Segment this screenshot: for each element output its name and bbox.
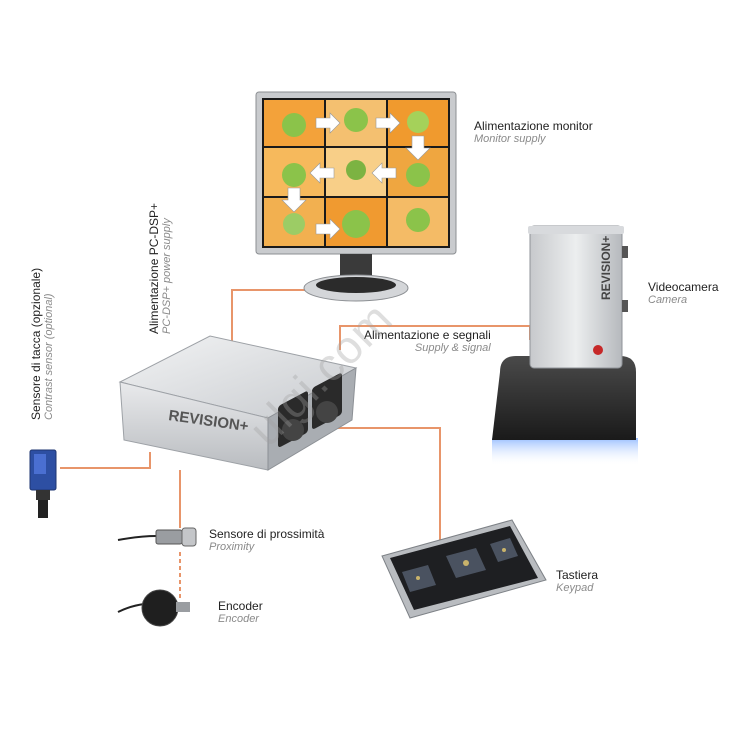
pc-dsp-label: Alimentazione PC-DSP+ PC-DSP+ power supp… <box>147 202 174 334</box>
connector-monitor-box <box>231 289 310 358</box>
pc-dsp-label-main: Alimentazione PC-DSP+ <box>147 202 161 334</box>
supply-signal-label-main: Alimentazione e segnali <box>364 328 491 342</box>
camera-brand: REVISION+ <box>599 236 613 300</box>
monitor-label-main: Alimentazione monitor <box>474 119 593 133</box>
encoder-label-sub: Encoder <box>218 613 259 626</box>
contrast-sensor <box>29 449 57 518</box>
camera-stand <box>492 356 636 440</box>
connector-sensor-box <box>60 452 151 469</box>
proximity-sensor <box>117 527 197 547</box>
supply-signal-label: Alimentazione e segnali Supply & signal <box>364 328 491 355</box>
monitor-arrows <box>281 112 431 240</box>
camera-badge-icon <box>593 345 603 355</box>
camera-label-main: Videocamera <box>648 280 719 294</box>
keypad-label: Tastiera Keypad <box>556 568 599 595</box>
encoder <box>117 589 190 627</box>
keypad-label-sub: Keypad <box>556 582 594 595</box>
contrast-sensor-label: Sensore di tacca (opzionale) Contrast se… <box>29 267 56 420</box>
keypad-label-main: Tastiera <box>556 568 599 582</box>
monitor-tiles <box>264 100 448 246</box>
monitor-label: Alimentazione monitor Monitor supply <box>474 119 593 146</box>
contrast-sensor-label-sub: Contrast sensor (optional) <box>43 293 56 420</box>
camera: REVISION+ <box>492 225 638 466</box>
camera-label: Videocamera Camera <box>648 280 719 307</box>
connector-keypad-box <box>334 427 441 548</box>
proximity-label-main: Sensore di prossimità <box>209 527 325 541</box>
keypad <box>381 519 547 619</box>
camera-label-sub: Camera <box>648 294 688 307</box>
contrast-sensor-label-main: Sensore di tacca (opzionale) <box>29 267 43 420</box>
pc-dsp-unit: REVISION+ <box>118 335 358 471</box>
encoder-label-main: Encoder <box>218 599 263 613</box>
proximity-label: Sensore di prossimità Proximity <box>209 527 325 554</box>
encoder-label: Encoder Encoder <box>218 599 263 626</box>
monitor-label-sub: Monitor supply <box>474 133 546 146</box>
proximity-label-sub: Proximity <box>209 541 255 554</box>
camera-glow <box>492 438 638 466</box>
supply-signal-label-sub: Supply & signal <box>414 342 491 355</box>
fan-grille-icon <box>278 373 342 447</box>
pc-dsp-label-sub: PC-DSP+ power supply <box>161 218 174 334</box>
monitor <box>255 91 457 302</box>
